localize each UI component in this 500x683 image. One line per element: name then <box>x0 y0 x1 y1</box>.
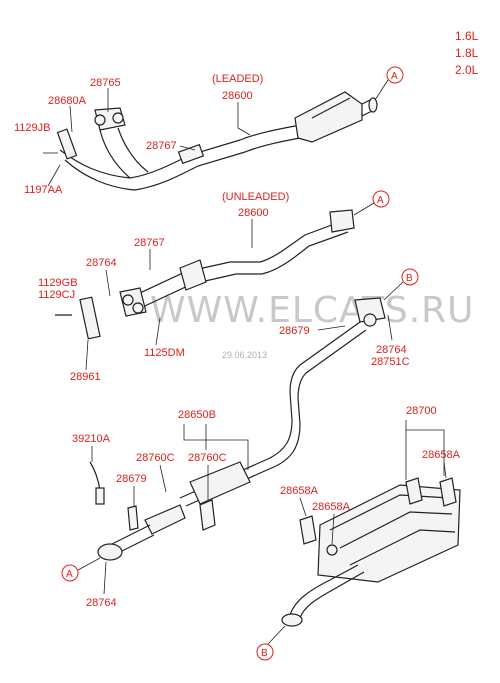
leaded-part-28600: 28600 <box>222 90 253 102</box>
ref-a-mid: A <box>353 190 390 216</box>
center-muffler <box>189 461 251 505</box>
bracket-28680a <box>56 128 78 160</box>
label-28764-low: 28764 <box>86 597 117 609</box>
svg-text:B: B <box>261 648 268 659</box>
unleaded-front-pipe-assembly <box>55 209 355 340</box>
ref-b-mid: B <box>383 268 419 301</box>
svg-text:A: A <box>66 569 73 580</box>
label-28764-mid: 28764 <box>86 257 117 269</box>
center-pipe-front-gasket <box>97 543 123 561</box>
label-28767-top: 28767 <box>146 140 177 152</box>
watermark: WWW.ELCATS.RU <box>150 290 475 331</box>
label-1125dm: 1125DM <box>144 347 185 359</box>
label-1129jb: 1129JB <box>14 122 51 134</box>
leaded-front-pipe-assembly <box>43 91 378 191</box>
unleaded-part-28600: 28600 <box>238 207 269 219</box>
label-28961: 28961 <box>70 371 101 383</box>
leaded-title: (LEADED) <box>212 73 263 85</box>
svg-text:B: B <box>406 273 413 284</box>
hanger-28658a-left <box>299 515 317 545</box>
label-28658a-2: 28658A <box>280 485 319 497</box>
label-28679-mid: 28679 <box>279 325 310 337</box>
rear-muffler-inlet-flange <box>281 613 303 627</box>
label-28650b: 28650B <box>178 409 216 421</box>
leaded-outlet-flange <box>368 97 378 113</box>
label-28700: 28700 <box>406 405 437 417</box>
label-28658a-3: 28658A <box>312 501 351 513</box>
watermark-date: 29.06.2013 <box>222 350 267 360</box>
engine-1-6l: 1.6L <box>455 29 479 43</box>
ref-a-low: A <box>61 557 101 582</box>
leader-lines <box>47 88 447 595</box>
label-28765: 28765 <box>90 77 121 89</box>
svg-text:A: A <box>391 71 398 82</box>
label-28764-right: 28764 <box>376 344 407 356</box>
ref-b-bottom: B <box>256 625 286 661</box>
rear-muffler-assembly <box>281 477 461 627</box>
catalytic-converter <box>294 91 363 143</box>
label-39210a: 39210A <box>72 433 111 445</box>
rear-muffler <box>317 484 461 583</box>
center-pipe-flange <box>354 297 386 323</box>
label-28751c: 28751C <box>371 356 410 368</box>
unleaded-flex-joint <box>179 259 207 291</box>
label-1129cj: 1129CJ <box>38 289 75 301</box>
hanger-28760c <box>199 499 216 531</box>
ref-a-top: A <box>374 66 404 101</box>
label-28760c-1: 28760C <box>136 452 175 464</box>
svg-text:A: A <box>377 195 384 206</box>
label-28679-low: 28679 <box>116 473 147 485</box>
label-28680a: 28680A <box>48 95 87 107</box>
label-28658a-1: 28658A <box>422 449 461 461</box>
label-28760c-2: 28760C <box>188 452 227 464</box>
label-28767-mid: 28767 <box>134 237 165 249</box>
engine-2-0l: 2.0L <box>455 63 479 77</box>
engine-1-8l: 1.8L <box>455 46 479 60</box>
label-1197aa: 1197AA <box>24 184 63 196</box>
unleaded-title: (UNLEADED) <box>222 191 289 203</box>
oxygen-sensor <box>95 487 105 505</box>
center-pipe <box>89 297 386 561</box>
label-1129gb: 1129GB <box>38 277 78 289</box>
bracket-28961 <box>79 296 101 340</box>
hanger-28658a-right <box>439 477 457 507</box>
